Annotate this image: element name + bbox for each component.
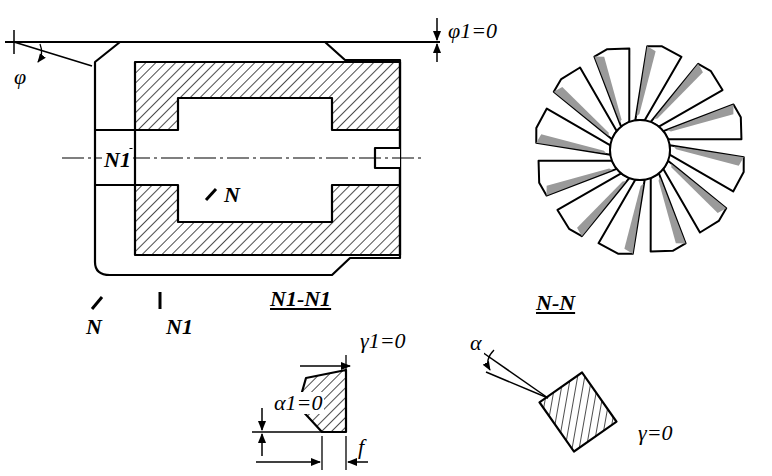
angle-arc bbox=[488, 350, 494, 370]
angle-label: γ1=0 bbox=[358, 330, 408, 352]
section-title: N-N bbox=[534, 292, 577, 314]
angle-label: α1=0 bbox=[272, 392, 324, 414]
section-label: N1 bbox=[102, 149, 133, 171]
section-mark bbox=[92, 297, 102, 309]
dimension-arrow bbox=[261, 408, 263, 430]
tooth-face bbox=[636, 46, 655, 116]
reference-line bbox=[252, 431, 346, 433]
dimension-arrow bbox=[256, 461, 320, 463]
cutter-hub bbox=[610, 120, 670, 180]
cutter-tooth bbox=[663, 104, 741, 139]
cutter-tooth bbox=[594, 49, 629, 127]
section-title: N1-N1 bbox=[268, 288, 333, 310]
dimension-arrow bbox=[261, 434, 263, 456]
angle-label: φ bbox=[12, 66, 28, 88]
tooth-face bbox=[624, 184, 643, 254]
tooth-face bbox=[654, 64, 703, 119]
dimension-arrow bbox=[436, 18, 438, 40]
tooth-face bbox=[547, 169, 613, 196]
angle-label: α bbox=[468, 332, 484, 354]
bore-edge bbox=[95, 184, 135, 186]
extension-line bbox=[345, 436, 346, 470]
cutter-tooth bbox=[651, 173, 686, 251]
cutter-tooth bbox=[539, 161, 617, 196]
tooth-face bbox=[554, 87, 609, 136]
tooth-face bbox=[659, 178, 686, 244]
angle-line bbox=[486, 372, 548, 398]
angle-line bbox=[482, 352, 548, 398]
dimension-label: f bbox=[356, 436, 366, 458]
extension-line bbox=[321, 436, 322, 470]
tooth-face bbox=[594, 57, 621, 123]
dimension-arrow bbox=[300, 365, 350, 367]
section-label: N bbox=[222, 184, 242, 206]
tooth-face bbox=[668, 104, 734, 131]
tooth-section bbox=[539, 373, 616, 452]
section-mark bbox=[206, 189, 216, 200]
dimension-arrow bbox=[348, 461, 368, 463]
angle-arc bbox=[38, 44, 42, 62]
dimension-arrow bbox=[436, 44, 438, 62]
angle-line bbox=[14, 42, 92, 66]
section-mark bbox=[159, 292, 162, 309]
tooth-face bbox=[674, 146, 744, 165]
section-label: N1 bbox=[164, 316, 195, 338]
extension-line bbox=[345, 355, 346, 370]
angle-label: φ1=0 bbox=[446, 20, 499, 42]
section-label: N bbox=[84, 316, 104, 338]
angle-label: γ=0 bbox=[636, 422, 675, 444]
bore-edge bbox=[95, 129, 135, 131]
tooth-face bbox=[671, 164, 726, 213]
tooth-face bbox=[577, 181, 626, 236]
tooth-face bbox=[536, 134, 606, 153]
cutter-end-view bbox=[536, 46, 743, 253]
